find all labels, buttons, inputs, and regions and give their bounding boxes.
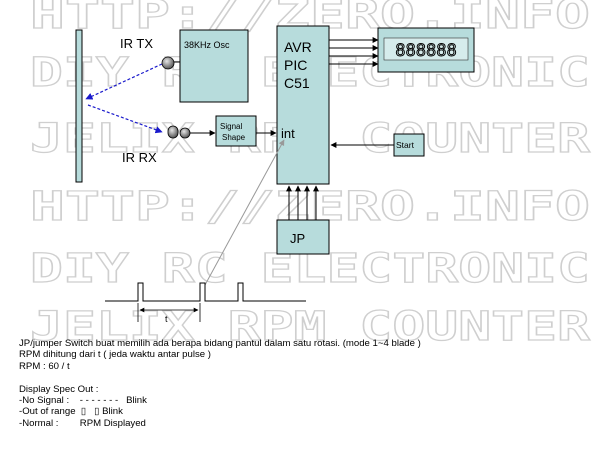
pulse-to-int-pointer [204, 139, 285, 286]
start-label: Start [396, 140, 415, 150]
ir-rx-label: IR RX [122, 150, 157, 165]
mcu-label-avr: AVR [284, 39, 312, 55]
note-display-spec-heading: Display Spec Out : [19, 383, 99, 395]
note-jumper-description: JP/jumper Switch buat memilih ada berapa… [19, 338, 421, 349]
watermark-line-1: HTTP://ZERO.INFO [30, 0, 590, 38]
oscillator-block [179, 29, 249, 103]
display-digits: 888888 [395, 41, 456, 61]
mcu-label-pic: PIC [284, 57, 307, 73]
watermark-line-3-repeat: JELIX RPM COUNTER [30, 304, 591, 350]
description-notes: JP/jumper Switch buat memilih ada berapa… [19, 338, 579, 429]
note-spacer [19, 372, 579, 383]
signal-shape-label-line1: Signal [220, 122, 242, 131]
note-normal: -Normal : RPM Displayed [19, 417, 146, 429]
ir-tx-led-icon [161, 56, 175, 70]
reflector-bar [75, 29, 83, 183]
note-no-signal: -No Signal : - - - - - - - Blink [19, 395, 147, 407]
ir-tx-beam [85, 63, 163, 100]
note-rpm-calculation: RPM dihitung dari t ( jeda waktu antar p… [19, 349, 211, 361]
mcu-block [276, 25, 330, 185]
mcu-int-label: int [281, 126, 295, 141]
jp-jumper-block [276, 219, 330, 255]
oscillator-label: 38KHz Osc [184, 40, 230, 50]
note-rpm-formula: RPM : 60 / t [19, 360, 70, 372]
display-screen [383, 37, 469, 61]
pulse-period-label: t [165, 314, 168, 324]
ir-rx-beam [87, 104, 163, 134]
pulse-train-waveform [105, 282, 306, 302]
signal-shape-label-line2: Shape [222, 133, 246, 142]
jp-label: JP [290, 231, 305, 246]
ir-tx-label: IR TX [120, 36, 153, 51]
watermark-line-2-repeat: DIY RC ELECTRONIC [30, 246, 590, 292]
note-out-of-range: -Out of range ▯ ▯ Blink [19, 406, 123, 418]
signal-shape-block [215, 115, 257, 147]
mcu-label-c51: C51 [284, 75, 310, 91]
